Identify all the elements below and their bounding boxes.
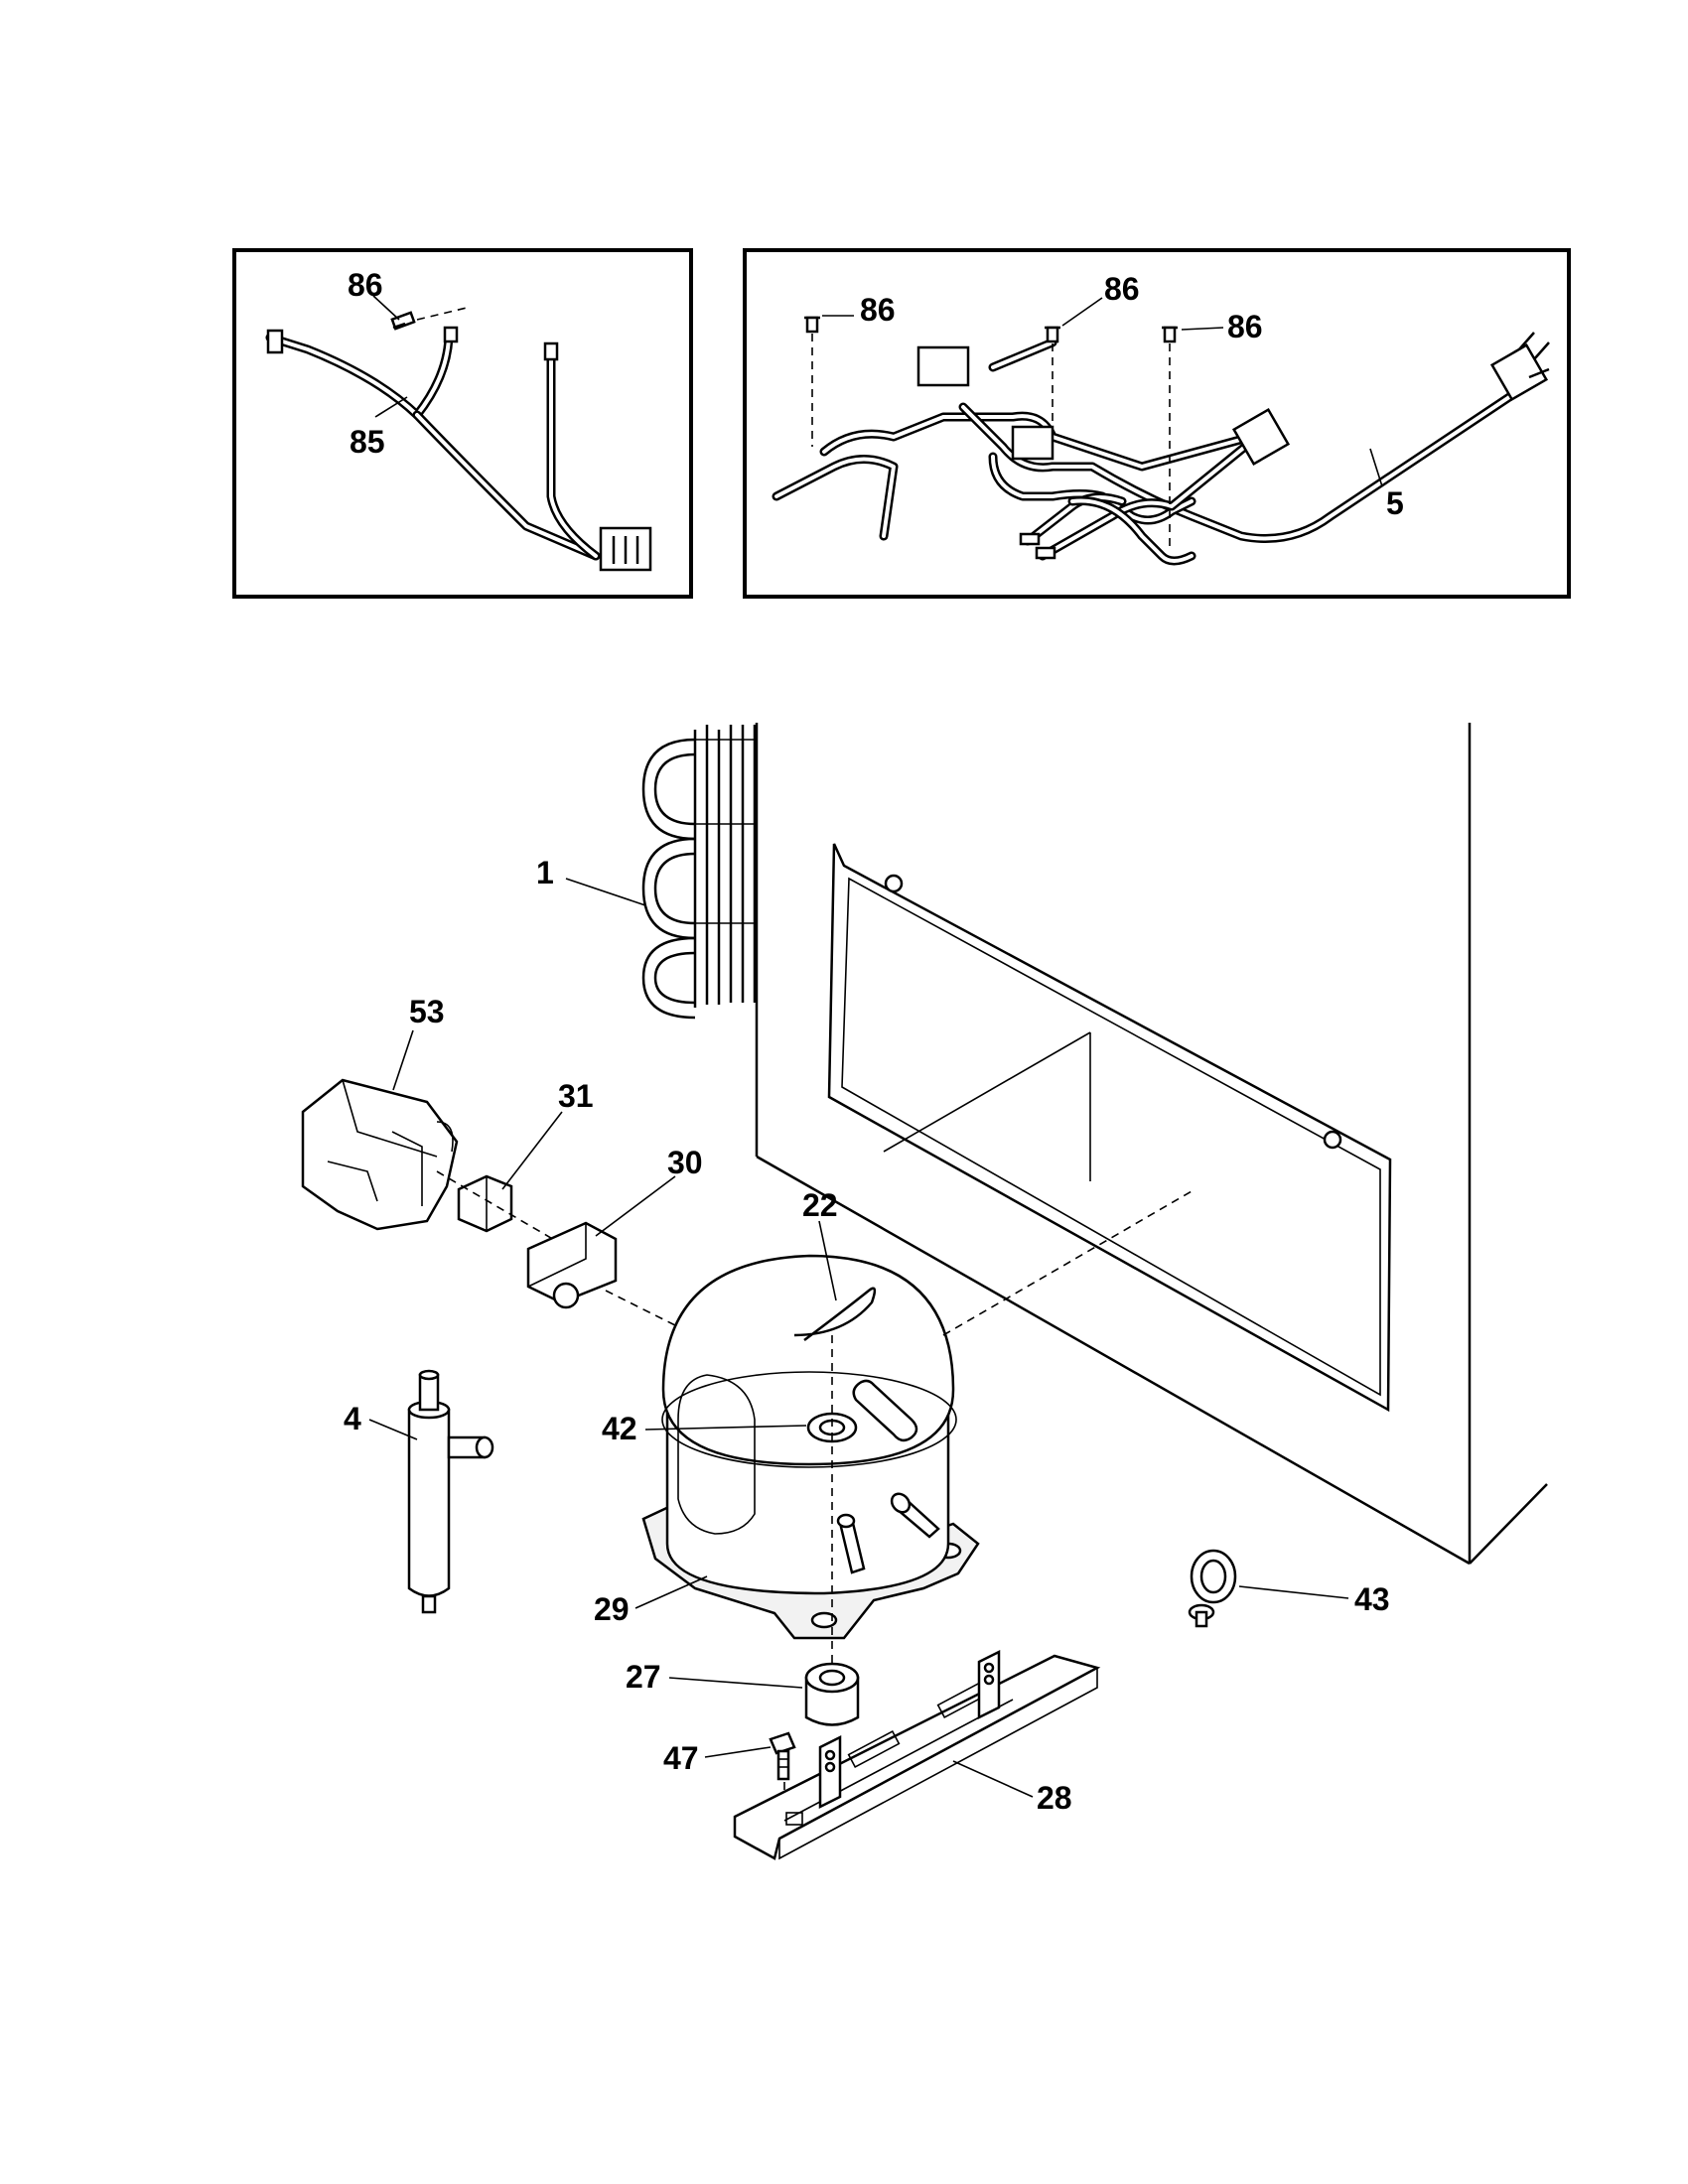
cord-junction-box bbox=[916, 345, 970, 387]
leader-27 bbox=[668, 1677, 803, 1689]
compressor-part-29 bbox=[641, 1254, 980, 1640]
callout-28: 28 bbox=[1037, 1780, 1072, 1816]
callout-47: 47 bbox=[663, 1740, 699, 1776]
relay-terminal bbox=[552, 1282, 580, 1309]
leader-31 bbox=[501, 1111, 563, 1190]
cabinet-back bbox=[755, 723, 1548, 1566]
wire-harness-part-85 bbox=[265, 326, 652, 572]
callout-85: 85 bbox=[350, 424, 385, 460]
callout-53: 53 bbox=[409, 994, 445, 1029]
relay-cover-part-53 bbox=[301, 1078, 459, 1231]
cord-terminal-2 bbox=[1035, 546, 1056, 560]
callout-86: 86 bbox=[348, 267, 383, 303]
clip-part-22 bbox=[793, 1287, 877, 1341]
relay-part-30 bbox=[526, 1221, 618, 1309]
callout-86: 86 bbox=[860, 292, 896, 328]
callout-30: 30 bbox=[667, 1145, 703, 1180]
harness-end-connector bbox=[266, 329, 284, 354]
inset-frame-left bbox=[232, 248, 693, 599]
grommet-part-27 bbox=[804, 1662, 860, 1726]
leader-4 bbox=[368, 1419, 418, 1440]
callout-29: 29 bbox=[594, 1591, 630, 1627]
mount-rail-part-28 bbox=[733, 1649, 1101, 1860]
leader-85 bbox=[374, 396, 408, 418]
harness-terminal bbox=[543, 341, 559, 361]
callout-42: 42 bbox=[602, 1411, 637, 1446]
callout-4: 4 bbox=[344, 1401, 361, 1436]
clamp-part-43 bbox=[1188, 1549, 1237, 1628]
callout-1: 1 bbox=[536, 855, 554, 890]
bolt-part-47 bbox=[769, 1731, 796, 1781]
leader-28 bbox=[952, 1760, 1034, 1798]
compressor-tube-1 bbox=[852, 1379, 918, 1442]
screw-part-86-left bbox=[390, 311, 416, 331]
cord-terminal-block bbox=[1231, 407, 1291, 467]
inset-frame-right bbox=[743, 248, 1571, 599]
screw-part-86-b bbox=[1045, 326, 1060, 343]
callout-86: 86 bbox=[1227, 309, 1263, 344]
leader-86-b bbox=[1061, 297, 1103, 327]
callout-31: 31 bbox=[558, 1078, 594, 1114]
mount-hole-1 bbox=[884, 874, 904, 893]
harness-ground-eyelet bbox=[443, 326, 459, 343]
leader-1 bbox=[565, 878, 646, 906]
screw-part-86-a bbox=[804, 316, 820, 334]
callout-5: 5 bbox=[1386, 485, 1404, 521]
leader-43 bbox=[1238, 1585, 1349, 1599]
leader-22 bbox=[818, 1220, 837, 1301]
leader-86-left bbox=[372, 295, 400, 321]
cord-terminal-1 bbox=[1019, 532, 1041, 546]
drier-part-4 bbox=[407, 1369, 494, 1614]
power-plug bbox=[1489, 342, 1549, 402]
power-cord-part-5 bbox=[772, 332, 1550, 566]
leader-86-c bbox=[1181, 327, 1224, 331]
condenser-part-1 bbox=[641, 725, 757, 1020]
callout-86: 86 bbox=[1104, 271, 1140, 307]
callout-22: 22 bbox=[802, 1187, 838, 1223]
callout-27: 27 bbox=[626, 1659, 661, 1695]
callout-43: 43 bbox=[1354, 1581, 1390, 1617]
overload-part-31 bbox=[457, 1174, 513, 1233]
inset-wiring-harness-85: 86 85 bbox=[232, 248, 693, 599]
leader-29 bbox=[634, 1575, 708, 1609]
leader-47 bbox=[704, 1746, 772, 1758]
mount-hole-2 bbox=[1323, 1130, 1342, 1150]
screw-part-86-c bbox=[1162, 326, 1178, 343]
cord-connector-block bbox=[1011, 425, 1055, 461]
leader-5 bbox=[1369, 448, 1383, 487]
leader-53 bbox=[392, 1029, 414, 1091]
leader-42 bbox=[644, 1425, 807, 1431]
leader-30 bbox=[595, 1175, 676, 1237]
inset-power-cord-5: 86 86 86 5 bbox=[743, 248, 1571, 599]
